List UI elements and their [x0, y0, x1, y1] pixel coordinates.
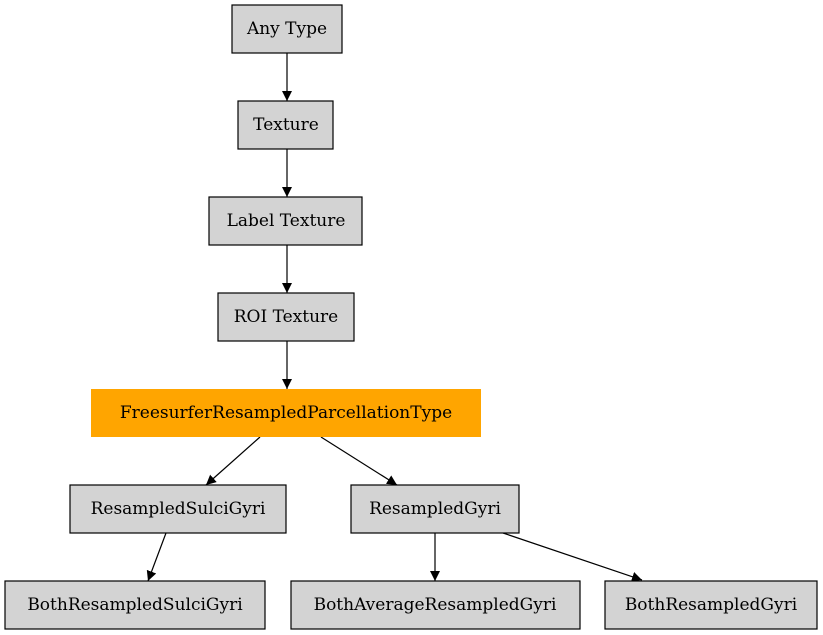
- node-resampled-sulci-gyri-label: ResampledSulciGyri: [91, 499, 266, 519]
- edges: [146, 53, 643, 582]
- node-resampled-sulci-gyri-box: [69, 484, 287, 534]
- node-label-texture-box: [208, 196, 363, 246]
- node-any-type[interactable]: Any Type: [231, 4, 343, 54]
- node-freesurfer-label: FreesurferResampledParcellationType: [120, 403, 452, 423]
- node-roi-texture[interactable]: ROI Texture: [217, 292, 355, 342]
- node-both-average-resampled-gyri[interactable]: BothAverageResampledGyri: [290, 580, 581, 630]
- edge-resampled-gyri-to-both-resampled-gyri: [502, 532, 643, 582]
- node-texture[interactable]: Texture: [237, 100, 334, 150]
- node-both-average-resampled-gyri-box: [290, 580, 581, 630]
- node-roi-texture-label: ROI Texture: [234, 307, 339, 327]
- node-resampled-sulci-gyri[interactable]: ResampledSulciGyri: [69, 484, 287, 534]
- node-freesurfer-box: [91, 389, 481, 437]
- node-resampled-gyri[interactable]: ResampledGyri: [350, 484, 520, 534]
- edge-resampled-sulci-gyri-to-both-resampled-sulci-gyri: [146, 532, 167, 582]
- node-resampled-gyri-box: [350, 484, 520, 534]
- node-texture-label: Texture: [253, 115, 319, 135]
- edge-freesurfer-to-resampled-gyri: [320, 436, 398, 486]
- node-both-resampled-gyri-label: BothResampledGyri: [625, 595, 798, 615]
- node-both-resampled-sulci-gyri-box: [4, 580, 266, 630]
- node-freesurfer-resampled-parcellation-type[interactable]: FreesurferResampledParcellationType: [91, 389, 481, 437]
- node-both-resampled-sulci-gyri-label: BothResampledSulciGyri: [27, 595, 243, 615]
- node-any-type-label: Any Type: [246, 19, 327, 39]
- node-both-resampled-gyri[interactable]: BothResampledGyri: [604, 580, 818, 630]
- node-both-average-resampled-gyri-label: BothAverageResampledGyri: [314, 595, 557, 615]
- node-both-resampled-sulci-gyri[interactable]: BothResampledSulciGyri: [4, 580, 266, 630]
- node-label-texture-label: Label Texture: [227, 211, 346, 231]
- node-roi-texture-box: [217, 292, 355, 342]
- node-resampled-gyri-label: ResampledGyri: [369, 499, 501, 519]
- edge-freesurfer-to-resampled-sulci-gyri: [205, 436, 261, 486]
- node-any-type-box: [231, 4, 343, 54]
- node-texture-box: [237, 100, 334, 150]
- node-both-resampled-gyri-box: [604, 580, 818, 630]
- node-label-texture[interactable]: Label Texture: [208, 196, 363, 246]
